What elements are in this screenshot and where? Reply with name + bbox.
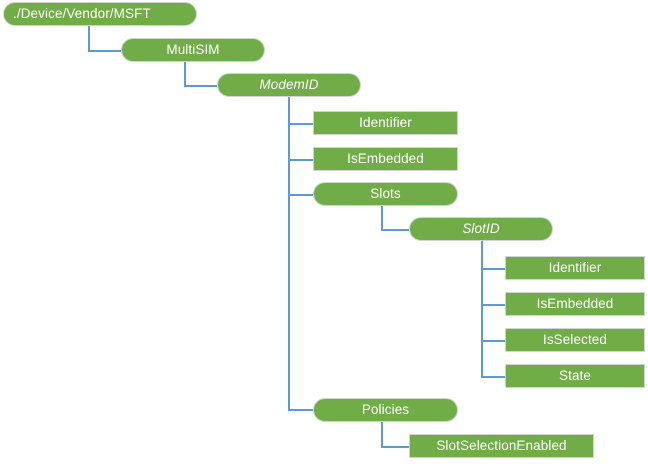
node-label-slot-identifier: Identifier: [548, 260, 602, 276]
node-label-slotselection: SlotSelectionEnabled: [436, 438, 567, 454]
connector-vertical-policies-to-slotselection: [381, 422, 383, 447]
connector-horizontal-policies-to-slotselection: [381, 446, 409, 448]
node-slots[interactable]: Slots: [313, 182, 458, 206]
connector-vertical-modemid-to-policies: [288, 97, 290, 410]
connector-horizontal-slotid-to-slot-state: [481, 376, 505, 378]
connector-horizontal-slotid-to-slot-isselected: [481, 340, 505, 342]
node-label-modem-identifier: Identifier: [359, 115, 412, 131]
connector-horizontal-slots-to-slotid: [381, 229, 409, 231]
connector-vertical-root-to-multisim: [88, 26, 90, 51]
connector-vertical-slots-to-slotid: [381, 206, 383, 230]
node-label-slot-isselected: IsSelected: [542, 332, 608, 348]
connector-horizontal-modemid-to-slots: [288, 194, 313, 196]
node-label-slots: Slots: [370, 186, 401, 202]
node-slot-isembedded[interactable]: IsEmbedded: [505, 292, 645, 316]
node-label-slot-isembedded: IsEmbedded: [536, 296, 614, 312]
node-slot-isselected[interactable]: IsSelected: [505, 328, 645, 352]
node-label-root: ./Device/Vendor/MSFT: [13, 6, 151, 22]
connector-horizontal-slotid-to-slot-isembedded: [481, 304, 505, 306]
connector-horizontal-multisim-to-modemid: [184, 85, 217, 87]
node-label-policies: Policies: [361, 402, 410, 418]
node-slot-identifier[interactable]: Identifier: [505, 256, 645, 280]
node-label-slotid: SlotID: [462, 221, 500, 237]
node-multisim[interactable]: MultiSIM: [121, 38, 265, 62]
connector-vertical-multisim-to-modemid: [184, 62, 186, 86]
connector-horizontal-modemid-to-modem-identifier: [288, 123, 313, 125]
node-modem-identifier[interactable]: Identifier: [313, 111, 458, 135]
node-label-modemid: ModemID: [259, 77, 319, 93]
node-root[interactable]: ./Device/Vendor/MSFT: [3, 2, 197, 26]
node-label-modem-isembedded: IsEmbedded: [347, 151, 424, 167]
node-slotselection[interactable]: SlotSelectionEnabled: [409, 434, 594, 458]
connector-horizontal-slotid-to-slot-identifier: [481, 268, 505, 270]
node-slot-state[interactable]: State: [505, 364, 645, 388]
node-modemid[interactable]: ModemID: [217, 73, 361, 97]
node-policies[interactable]: Policies: [313, 398, 458, 422]
connector-horizontal-root-to-multisim: [88, 50, 121, 52]
node-slotid[interactable]: SlotID: [409, 217, 553, 241]
connector-horizontal-modemid-to-policies: [288, 409, 313, 411]
node-label-multisim: MultiSIM: [166, 42, 220, 58]
connector-vertical-slotid-to-slot-state: [481, 241, 483, 377]
node-label-slot-state: State: [558, 368, 592, 384]
node-modem-isembedded[interactable]: IsEmbedded: [313, 147, 458, 171]
connector-horizontal-modemid-to-modem-isembedded: [288, 159, 313, 161]
